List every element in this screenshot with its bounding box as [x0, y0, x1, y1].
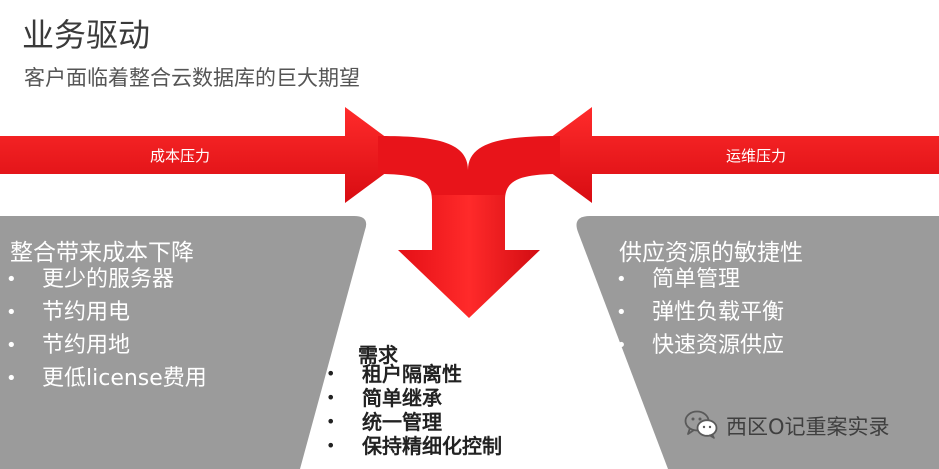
bullet-icon: •: [6, 368, 17, 389]
list-item: •节约用电: [6, 296, 207, 329]
list-item: •简单管理: [616, 263, 784, 296]
page-subtitle: 客户面临着整合云数据库的巨大期望: [24, 66, 360, 90]
right-arrow: [527, 107, 939, 203]
left-arrow: [0, 107, 410, 203]
left-panel-title: 整合带来成本下降: [10, 240, 194, 266]
right-panel-list: •简单管理 •弹性负载平衡 •快速资源供应: [616, 263, 784, 362]
center-heading: 需求: [358, 343, 398, 367]
wechat-icon: [684, 409, 718, 443]
watermark-text: 西区O记重案实录: [726, 415, 890, 439]
left-panel-list: •更少的服务器 •节约用电 •节约用地 •更低license费用: [6, 263, 207, 395]
list-item: •保持精细化控制: [326, 434, 502, 458]
list-item: •更低license费用: [6, 362, 207, 395]
list-item: •节约用地: [6, 329, 207, 362]
bullet-icon: •: [616, 269, 627, 290]
bullet-icon: •: [326, 436, 336, 455]
list-item: •更少的服务器: [6, 263, 207, 296]
bullet-icon: •: [6, 302, 17, 323]
center-list: •租户隔离性 •简单继承 •统一管理 •保持精细化控制: [326, 362, 502, 458]
merge-body: [378, 136, 560, 240]
list-item: •弹性负载平衡: [616, 296, 784, 329]
bullet-icon: •: [6, 335, 17, 356]
left-panel-shape: [0, 216, 367, 469]
bullet-icon: •: [616, 302, 627, 323]
list-item: •租户隔离性: [326, 362, 462, 386]
bullet-icon: •: [616, 335, 627, 356]
watermark: 西区O记重案实录: [684, 410, 890, 442]
bullet-icon: •: [326, 364, 336, 383]
list-item: •快速资源供应: [616, 329, 784, 362]
bullet-icon: •: [6, 269, 17, 290]
down-arrow: [398, 195, 540, 318]
bullet-icon: •: [326, 388, 336, 407]
left-arrow-label: 成本压力: [150, 147, 211, 165]
right-panel-shape: [576, 216, 939, 469]
page-title: 业务驱动: [22, 16, 151, 54]
list-item: •统一管理: [326, 410, 442, 434]
right-arrow-label: 运维压力: [726, 147, 787, 165]
list-item: •简单继承: [326, 386, 442, 410]
bullet-icon: •: [326, 412, 336, 431]
right-panel-title: 供应资源的敏捷性: [619, 240, 803, 266]
